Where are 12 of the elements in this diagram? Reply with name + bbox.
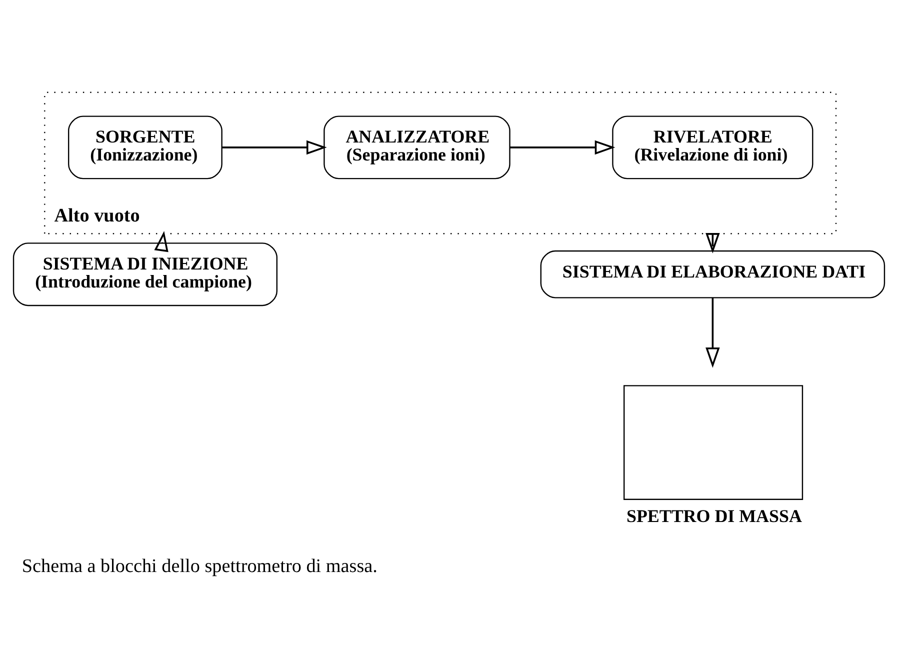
arrow bbox=[222, 140, 327, 155]
node-box: SISTEMA DI ELABORAZIONE DATI bbox=[540, 250, 886, 298]
arrow bbox=[154, 230, 168, 252]
node-box: RIVELATORE (Rivelazione di ioni) bbox=[612, 116, 814, 180]
arrow bbox=[706, 233, 720, 254]
node-box bbox=[624, 385, 804, 500]
node-box: ANALIZZATORE (Separazione ioni) bbox=[324, 116, 510, 180]
caption: Schema a blocchi dello spettrometro di massa. bbox=[22, 556, 378, 578]
arrow bbox=[510, 140, 616, 155]
arrow bbox=[706, 298, 720, 368]
node-box: SORGENTE (Ionizzazione) bbox=[68, 116, 222, 180]
node-label: SPETTRO DI MASSA bbox=[626, 506, 802, 526]
